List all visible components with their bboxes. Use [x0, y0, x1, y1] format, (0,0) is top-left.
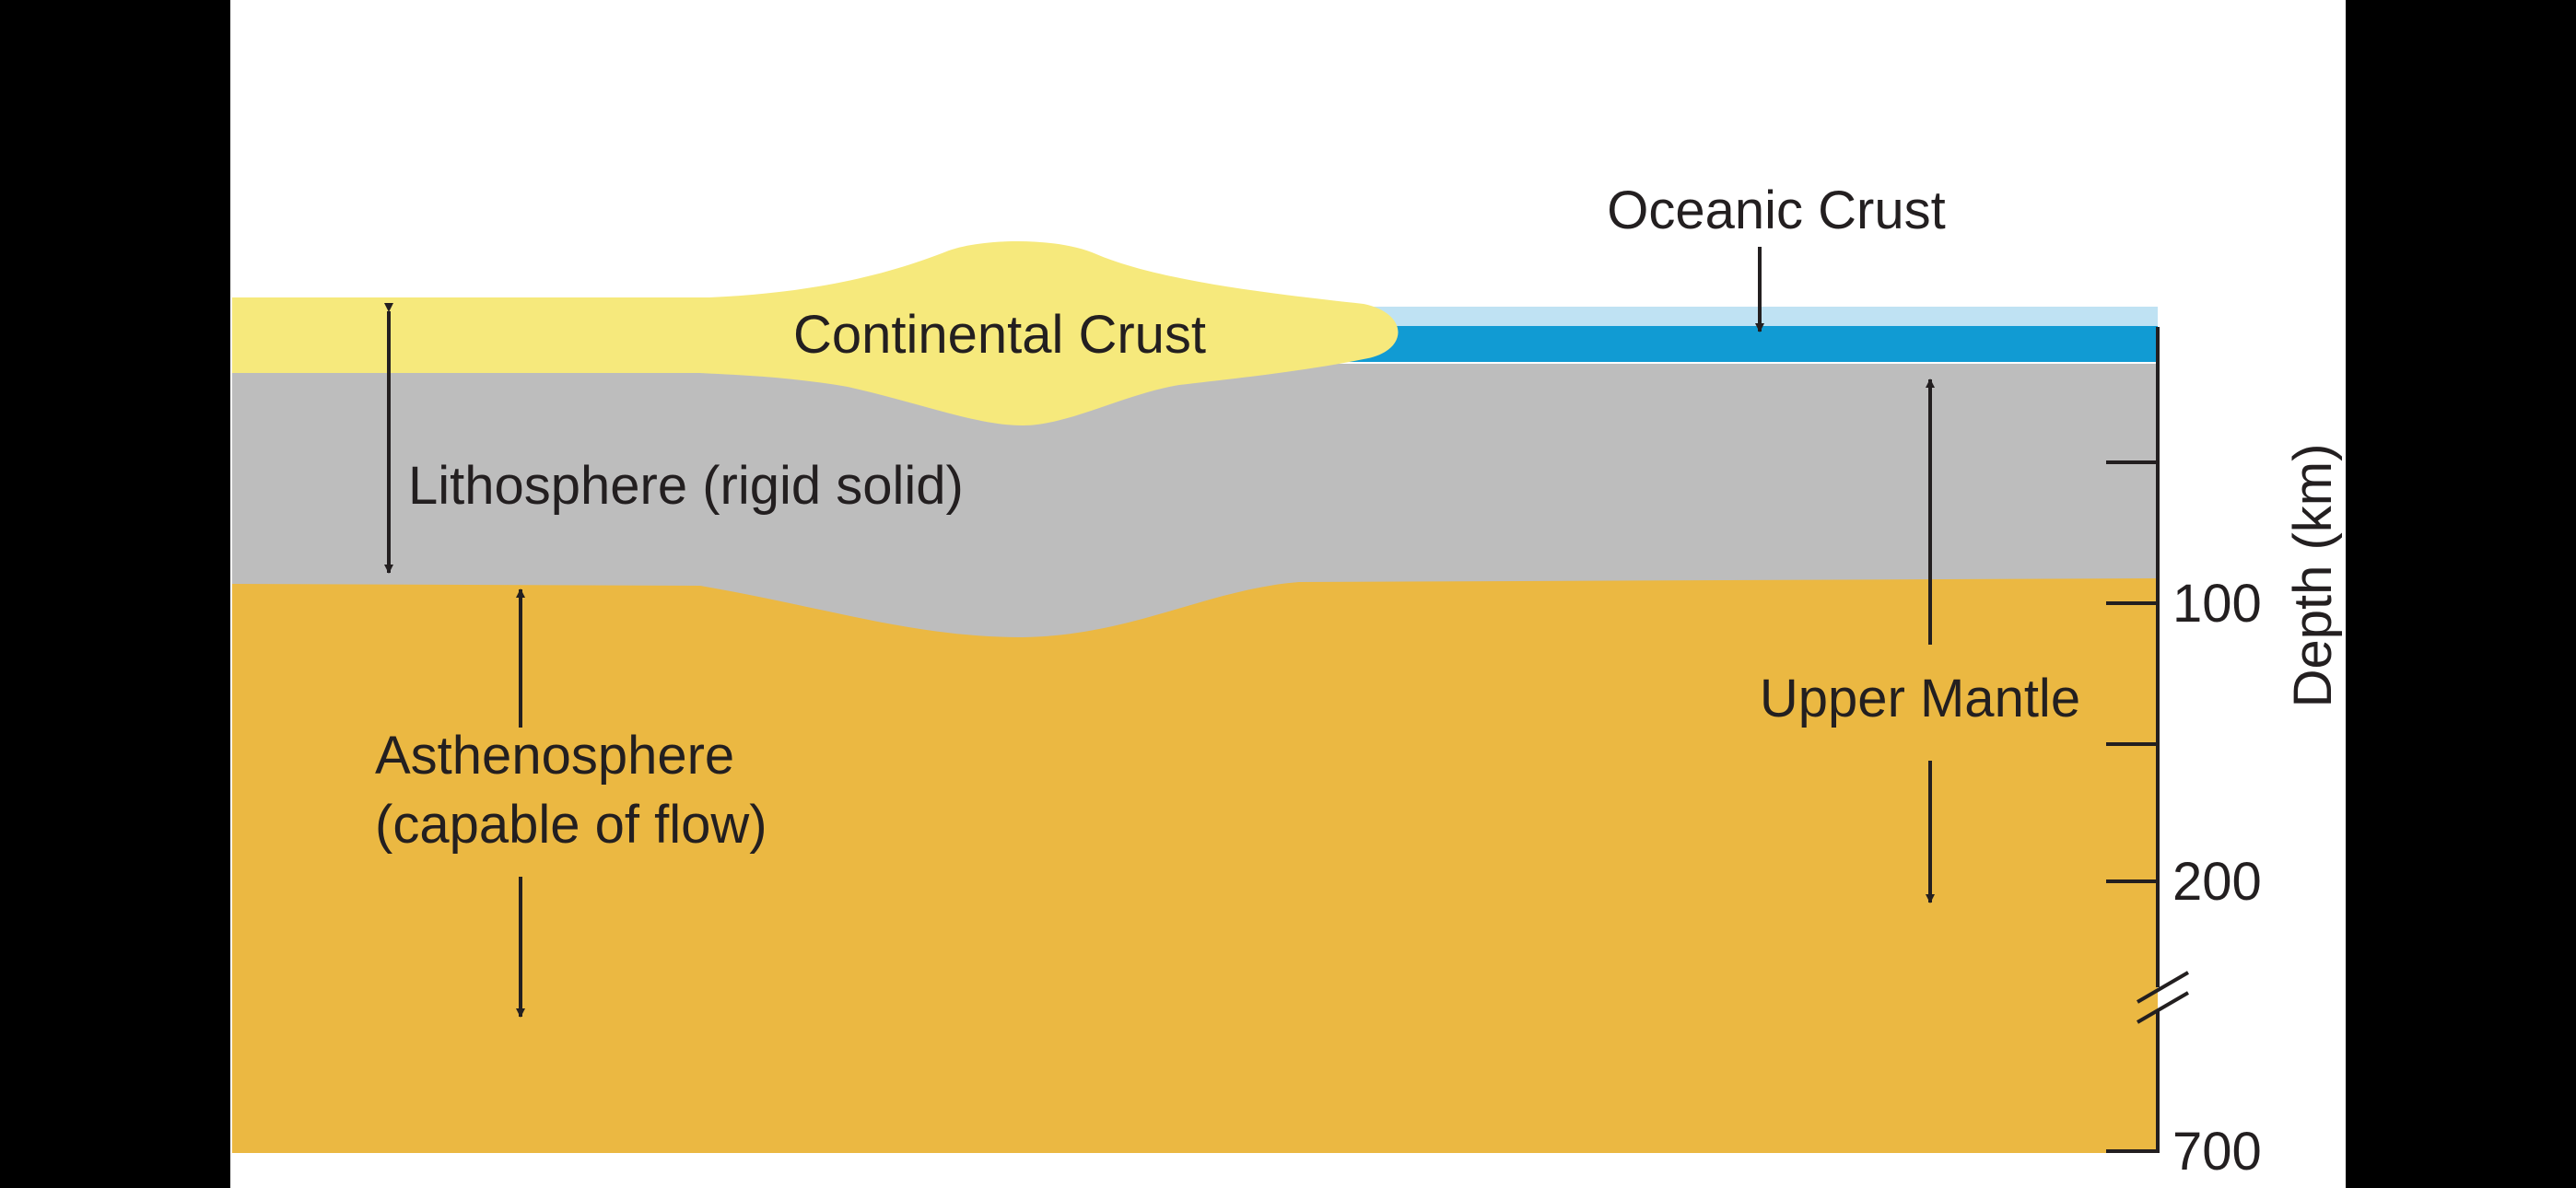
oceanic-crust-layer [1336, 326, 2158, 362]
depth-axis [2106, 327, 2190, 1153]
depth-tick-label-700: 700 [2172, 1122, 2262, 1182]
ocean-water [1336, 307, 2158, 327]
continental-crust-layer [232, 240, 1399, 425]
depth-tick-label-100: 100 [2172, 574, 2262, 634]
lithosphere-label: Lithosphere (rigid solid) [408, 456, 964, 516]
continental-crust-label: Continental Crust [793, 305, 1206, 365]
oceanic-crust-label: Oceanic Crust [1607, 181, 1945, 240]
letterbox-left [0, 0, 230, 1188]
depth-tick-label-200: 200 [2172, 852, 2262, 912]
asthenosphere-label-line1: Asthenosphere [375, 726, 734, 786]
depth-axis-break-mark-1 [2136, 971, 2190, 1004]
lithosphere-layer [232, 364, 2158, 637]
asthenosphere-layer [232, 571, 2158, 1153]
asthenosphere-label-line2: (capable of flow) [375, 795, 767, 855]
depth-axis-title: Depth (km) [2283, 444, 2343, 708]
upper-mantle-label: Upper Mantle [1760, 669, 2080, 728]
depth-axis-break-mark-2 [2136, 991, 2190, 1024]
letterbox-right [2346, 0, 2576, 1188]
